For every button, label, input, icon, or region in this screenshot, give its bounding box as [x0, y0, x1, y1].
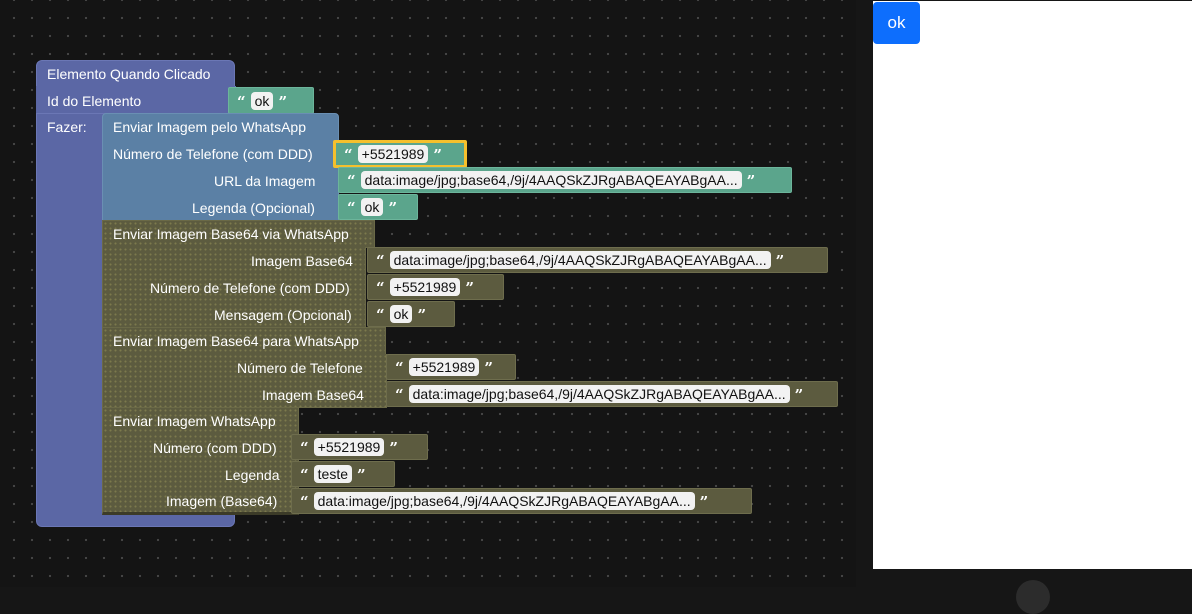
close-quote-icon: ”: [357, 466, 366, 484]
open-quote-icon: “: [347, 199, 356, 217]
send-image-whatsapp-b64-block[interactable]: [102, 407, 299, 435]
open-quote-icon: “: [376, 279, 385, 297]
do-label: Fazer:: [47, 119, 87, 135]
open-quote-icon: “: [376, 306, 385, 324]
open-quote-icon: “: [395, 386, 404, 404]
send-base64-via-phone-text-block[interactable]: “ +5521989 ”: [367, 274, 504, 300]
send-base64-via-phone-value[interactable]: +5521989: [389, 278, 461, 296]
send-base64-para-phone-text-block[interactable]: “ +5521989 ”: [386, 354, 516, 380]
send-base64-para-whatsapp-body: [102, 354, 387, 408]
close-quote-icon: ”: [699, 493, 709, 511]
scroll-handle[interactable]: [1016, 580, 1050, 614]
send-image-caption-text-block[interactable]: “ ok ”: [338, 194, 418, 220]
send-base64-para-image-text-block[interactable]: “ data:image/jpg;base64,/9j/4AAQSkZJRgAB…: [386, 381, 838, 407]
send-base64-via-whatsapp-body: [102, 247, 366, 328]
close-quote-icon: ”: [433, 146, 442, 164]
blockly-workspace[interactable]: Elemento Quando Clicado Id do Elemento F…: [0, 0, 856, 587]
close-quote-icon: ”: [465, 279, 474, 297]
close-quote-icon: ”: [746, 172, 756, 190]
send-image-whatsapp-title: Enviar Imagem pelo WhatsApp: [113, 119, 306, 135]
send-image-url-label: URL da Imagem: [214, 173, 316, 189]
send-image-b64-number-text-block[interactable]: “ +5521989 ”: [291, 434, 428, 460]
send-base64-via-message-label: Mensagem (Opcional): [214, 307, 352, 323]
preview-panel: ok: [873, 1, 1192, 569]
send-base64-para-title: Enviar Imagem Base64 para WhatsApp: [113, 333, 359, 349]
element-id-value[interactable]: ok: [250, 91, 274, 110]
send-base64-via-phone-label: Número de Telefone (com DDD): [150, 280, 350, 296]
send-image-whatsapp-block[interactable]: [102, 113, 339, 221]
open-quote-icon: “: [347, 172, 356, 190]
close-quote-icon: ”: [388, 199, 398, 217]
send-image-b64-number-label: Número (com DDD): [153, 440, 277, 456]
send-base64-via-message-text-block[interactable]: “ ok ”: [367, 301, 455, 327]
send-image-b64-number-value[interactable]: +5521989: [313, 438, 385, 456]
preview-footer-strip: [856, 569, 1192, 587]
send-image-url-value[interactable]: data:image/jpg;base64,/9j/4AAQSkZJRgABAQ…: [360, 171, 742, 189]
close-quote-icon: ”: [417, 306, 427, 324]
send-image-caption-label: Legenda (Opcional): [192, 200, 315, 216]
send-base64-via-image-text-block[interactable]: “ data:image/jpg;base64,/9j/4AAQSkZJRgAB…: [367, 247, 828, 273]
send-image-whatsapp-b64-body: [102, 434, 299, 515]
close-quote-icon: ”: [389, 439, 398, 457]
send-base64-para-phone-label: Número de Telefone: [237, 360, 363, 376]
send-base64-para-image-label: Imagem Base64: [262, 387, 364, 403]
send-image-b64-caption-value[interactable]: teste: [313, 465, 352, 483]
send-base64-para-image-value[interactable]: data:image/jpg;base64,/9j/4AAQSkZJRgABAQ…: [408, 385, 790, 403]
open-quote-icon: “: [376, 252, 385, 270]
close-quote-icon: ”: [775, 252, 785, 270]
send-base64-para-phone-value[interactable]: +5521989: [408, 358, 480, 376]
send-image-caption-value[interactable]: ok: [360, 198, 384, 216]
open-quote-icon: “: [237, 92, 246, 111]
send-base64-via-image-label: Imagem Base64: [251, 253, 353, 269]
open-quote-icon: “: [300, 466, 309, 484]
open-quote-icon: “: [300, 439, 309, 457]
event-block-title: Elemento Quando Clicado: [47, 66, 211, 82]
send-image-b64-image-label: Imagem (Base64): [166, 493, 278, 509]
send-base64-via-whatsapp-block[interactable]: [102, 220, 375, 248]
event-block-header-extension: [36, 86, 236, 114]
close-quote-icon: ”: [278, 92, 288, 111]
open-quote-icon: “: [344, 146, 353, 164]
send-image-url-text-block[interactable]: “ data:image/jpg;base64,/9j/4AAQSkZJRgAB…: [338, 167, 792, 193]
send-base64-via-title: Enviar Imagem Base64 via WhatsApp: [113, 226, 349, 242]
element-id-label: Id do Elemento: [47, 93, 142, 109]
send-image-phone-text-block[interactable]: “ +5521989 ”: [333, 140, 467, 168]
close-quote-icon: ”: [484, 359, 493, 377]
element-id-text-block[interactable]: “ ok ”: [228, 87, 314, 114]
send-base64-via-image-value[interactable]: data:image/jpg;base64,/9j/4AAQSkZJRgABAQ…: [389, 251, 771, 269]
send-image-b64-image-value[interactable]: data:image/jpg;base64,/9j/4AAQSkZJRgABAQ…: [313, 492, 695, 510]
close-quote-icon: ”: [794, 386, 804, 404]
open-quote-icon: “: [300, 493, 309, 511]
send-image-b64-title: Enviar Imagem WhatsApp: [113, 413, 276, 429]
send-image-b64-caption-label: Legenda: [225, 467, 280, 483]
ok-button[interactable]: ok: [873, 2, 920, 44]
send-image-phone-label: Número de Telefone (com DDD): [113, 146, 313, 162]
open-quote-icon: “: [395, 359, 404, 377]
send-image-b64-caption-text-block[interactable]: “ teste ”: [291, 461, 395, 487]
send-image-phone-value[interactable]: +5521989: [357, 145, 429, 163]
send-base64-via-message-value[interactable]: ok: [389, 305, 413, 323]
send-image-b64-image-text-block[interactable]: “ data:image/jpg;base64,/9j/4AAQSkZJRgAB…: [291, 488, 752, 514]
